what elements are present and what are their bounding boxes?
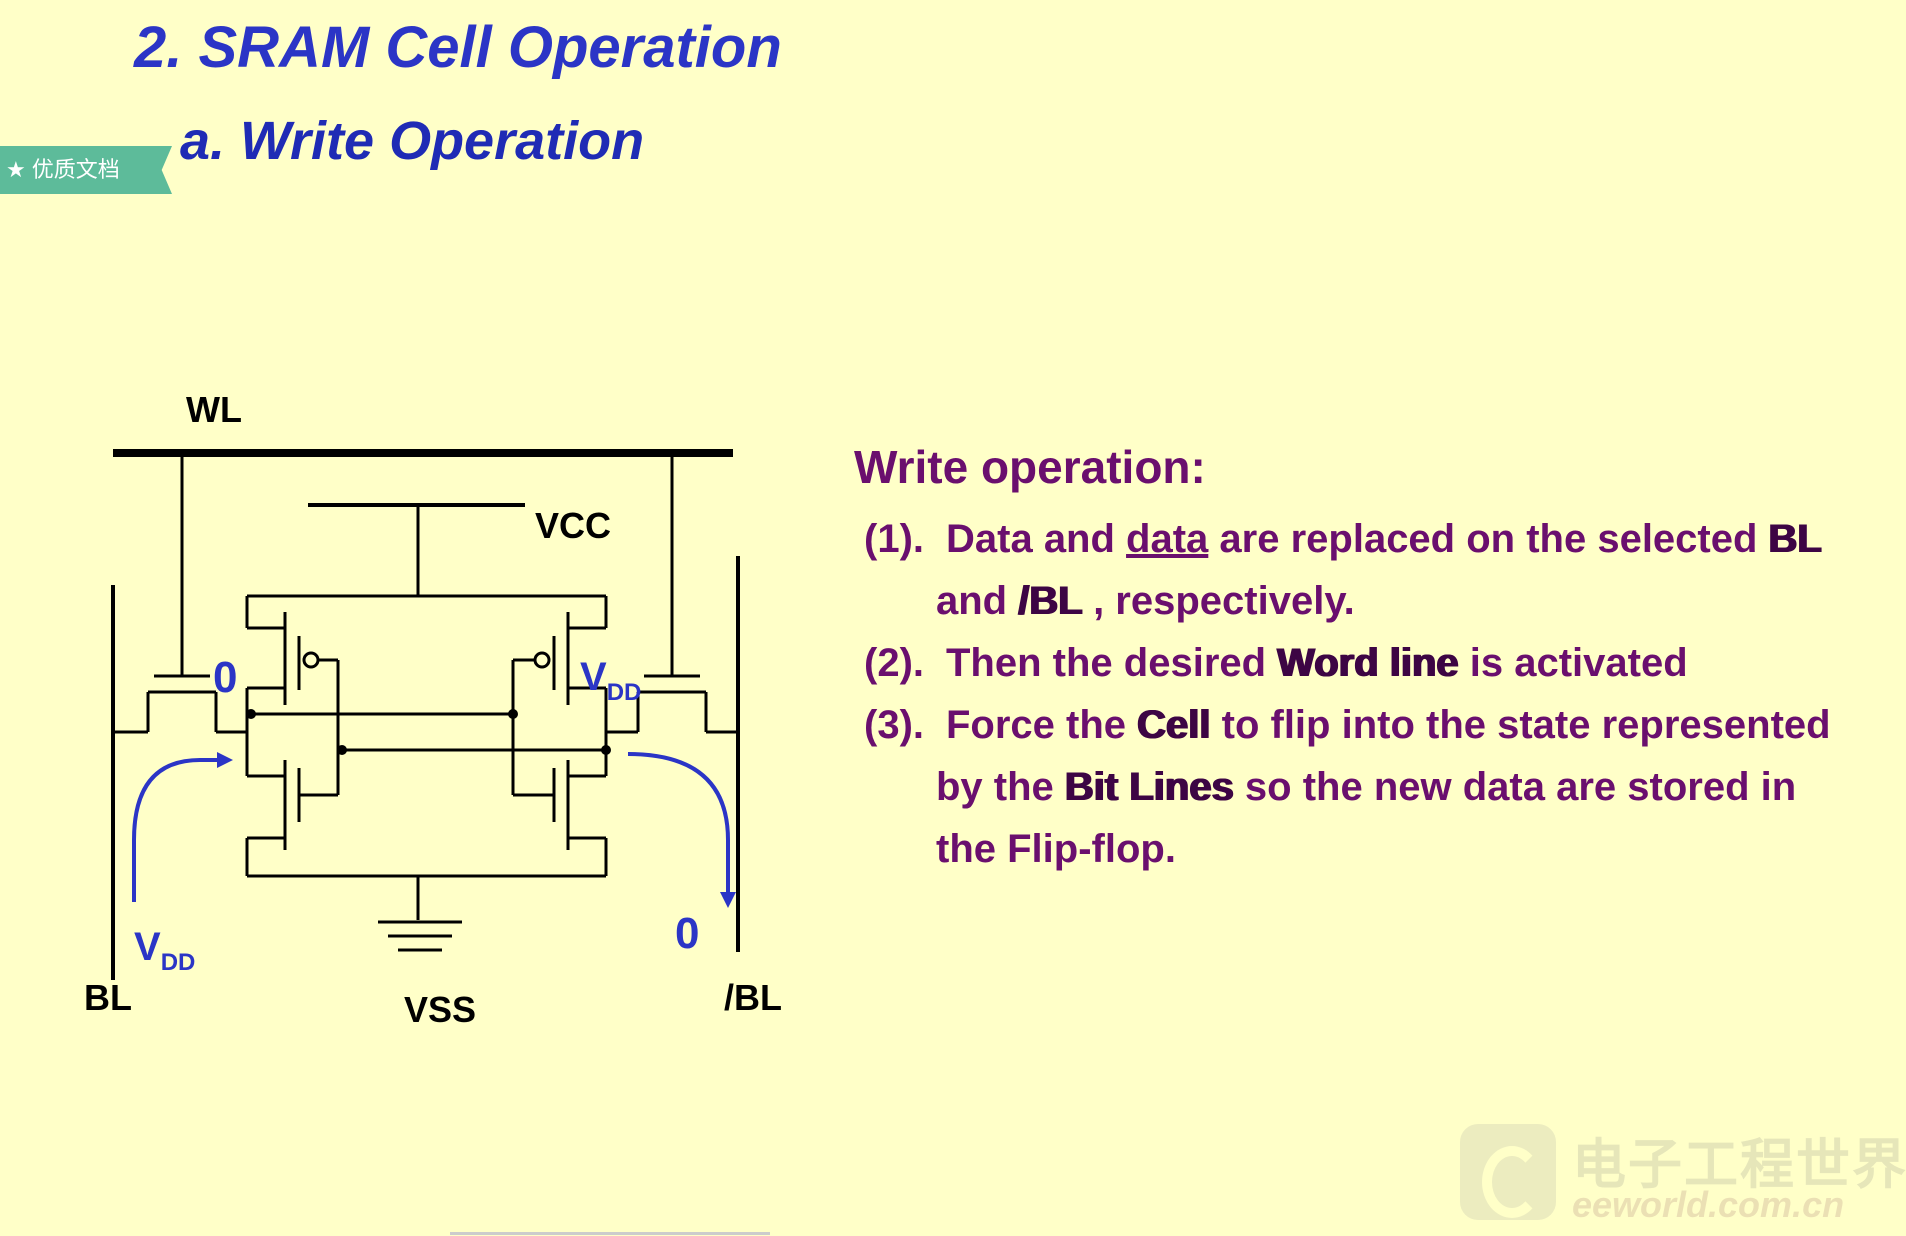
description-heading: Write operation: [854,441,1206,493]
section-subtitle: a. Write Operation [180,111,645,171]
blb-label: /BL [724,977,782,1018]
step-3: (3).Force the Cell to flip into the stat… [864,703,1831,747]
eeworld-logo-icon [1460,1124,1556,1220]
step-3-continued-2: the Flip-flop. [936,827,1176,871]
watermark-en: eeworld.com.cn [1572,1184,1845,1225]
step-3-continued: by the Bit Lines so the new data are sto… [936,765,1797,809]
star-icon: ★ [6,157,26,182]
bl-level-value: VDD [134,925,195,976]
page-title: 2. SRAM Cell Operation [134,15,782,80]
watermark-cn: 电子工程世界 [1572,1135,1906,1195]
left-node-value: 0 [213,653,237,702]
quality-badge[interactable]: ★优质文档 [0,146,172,194]
blb-level-value: 0 [675,909,699,958]
right-node-value: VDD [580,655,641,706]
bl-label: BL [84,977,132,1018]
step-2: (2).Then the desired Word line is activa… [864,641,1688,685]
step-1-continued: and /BL , respectively. [936,579,1355,623]
watermark: 电子工程世界 eeworld.com.cn [1460,1114,1906,1225]
step-1: (1).Data and data are replaced on the se… [864,517,1822,561]
sram-cell-diagram: WL VCC VSS BL /BL 0 VDD VDD 0 [84,389,782,1030]
badge-label: 优质文档 [31,157,120,182]
word-line-label: WL [186,389,242,430]
bottom-divider [450,1232,770,1235]
vcc-label: VCC [535,505,611,546]
description: Write operation: (1).Data and data are r… [854,440,1854,880]
vss-label: VSS [404,989,476,1030]
